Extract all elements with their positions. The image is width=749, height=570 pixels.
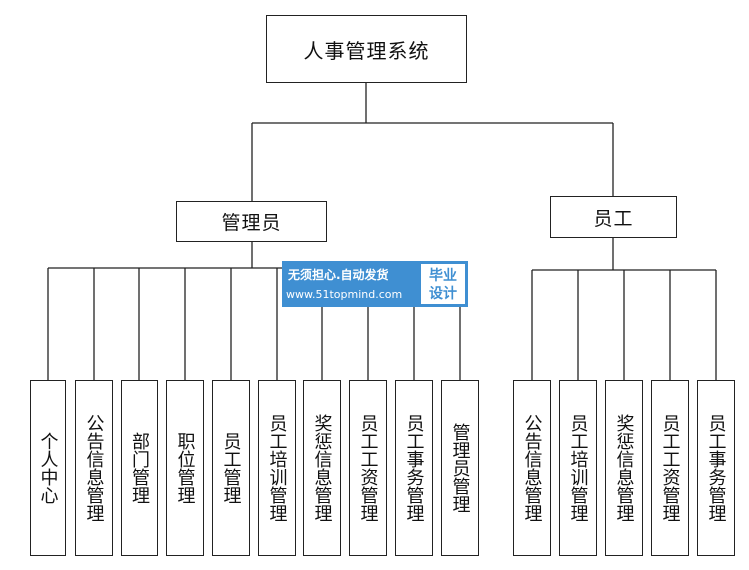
leaf-admin-salary: 员工工资管理 <box>349 380 387 556</box>
branch-node-admin: 管理员 <box>176 201 327 242</box>
leaf-emp-salary: 员工工资管理 <box>651 380 689 556</box>
leaf-admin-affairs: 员工事务管理 <box>395 380 433 556</box>
watermark-text: 无须担心.自动发货 <box>288 268 389 282</box>
watermark-url: www.51topmind.com <box>286 288 403 301</box>
leaf-emp-training: 员工培训管理 <box>559 380 597 556</box>
leaf-admin-position: 职位管理 <box>166 380 204 556</box>
branch-label-employee: 员工 <box>593 207 634 230</box>
root-node: 人事管理系统 <box>266 15 467 83</box>
leaf-emp-rewards: 奖惩信息管理 <box>605 380 643 556</box>
leaf-admin-training: 员工培训管理 <box>258 380 296 556</box>
leaf-admin-department: 部门管理 <box>121 380 158 556</box>
watermark-banner: 无须担心.自动发货 www.51topmind.com 毕业 设计 <box>282 261 468 307</box>
leaf-admin-rewards: 奖惩信息管理 <box>303 380 341 556</box>
leaf-admin-personal-center: 个人中心 <box>30 380 66 556</box>
branch-label-admin: 管理员 <box>221 212 282 234</box>
root-label: 人事管理系统 <box>303 38 430 63</box>
watermark-badge: 毕业 设计 <box>420 263 466 305</box>
leaf-admin-employee: 员工管理 <box>212 380 250 556</box>
branch-node-employee: 员工 <box>550 196 677 238</box>
leaf-emp-notice: 公告信息管理 <box>513 380 551 556</box>
leaf-emp-affairs: 员工事务管理 <box>697 380 735 556</box>
leaf-admin-admin-mgmt: 管理员管理 <box>441 380 479 556</box>
leaf-admin-notice: 公告信息管理 <box>75 380 113 556</box>
